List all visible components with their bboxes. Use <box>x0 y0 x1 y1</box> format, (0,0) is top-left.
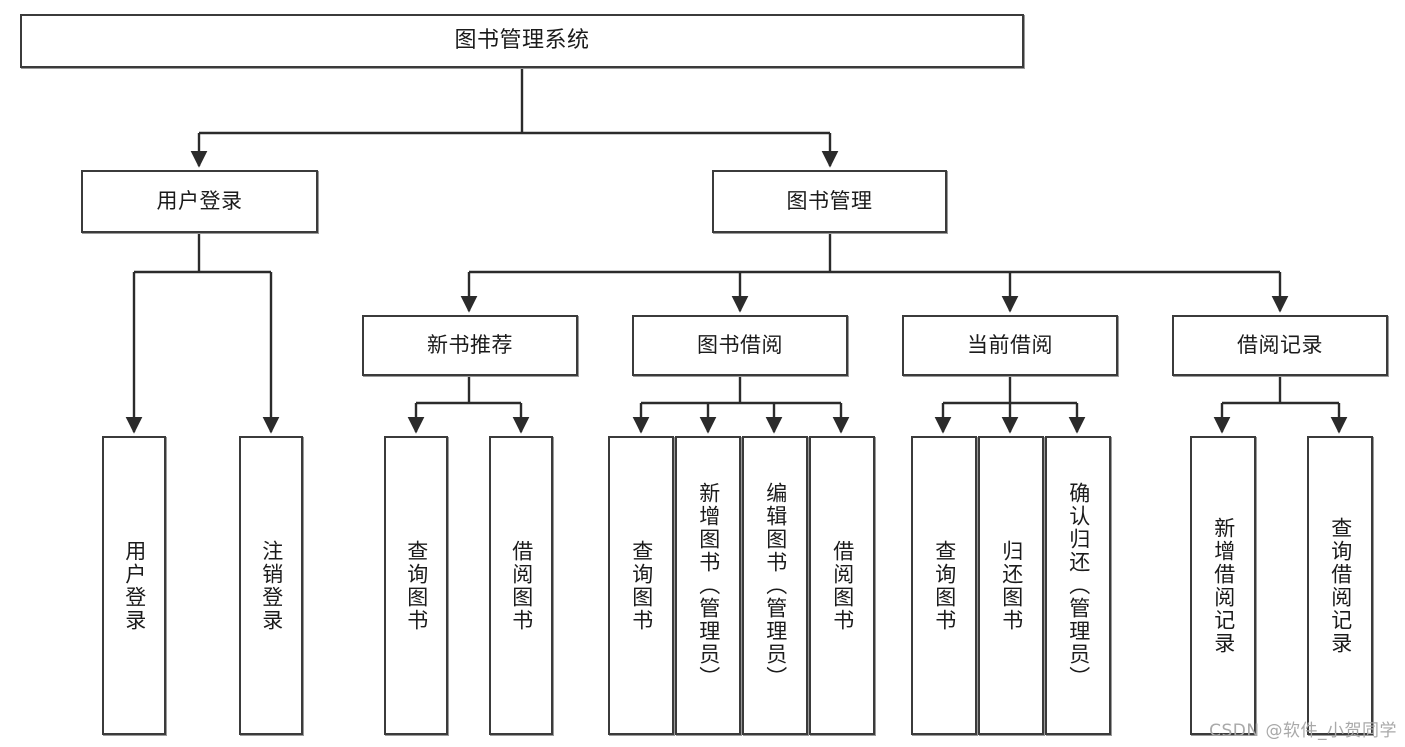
node-leaf-logout[interactable]: 注销登录 <box>239 436 303 735</box>
node-label: 用户登录 <box>156 189 243 214</box>
node-label: 查询图书 <box>932 539 957 632</box>
node-new-book-recommend[interactable]: 新书推荐 <box>362 315 578 376</box>
node-label: 编辑图书（管理员） <box>763 482 788 689</box>
node-label: 确认归还（管理员） <box>1066 482 1091 689</box>
node-book-management[interactable]: 图书管理 <box>712 170 947 233</box>
node-leaf-return-book[interactable]: 归还图书 <box>978 436 1044 735</box>
node-user-login[interactable]: 用户登录 <box>81 170 318 233</box>
node-label: 借阅图书 <box>509 539 534 632</box>
node-label: 查询图书 <box>404 539 429 632</box>
node-borrow-record[interactable]: 借阅记录 <box>1172 315 1388 376</box>
node-label: 图书管理系统 <box>454 28 590 54</box>
node-label: 用户登录 <box>122 539 147 632</box>
node-leaf-edit-book-admin[interactable]: 编辑图书（管理员） <box>742 436 808 735</box>
node-leaf-query-book-current[interactable]: 查询图书 <box>911 436 977 735</box>
node-leaf-borrow-book-recommend[interactable]: 借阅图书 <box>489 436 553 735</box>
node-label: 查询图书 <box>629 539 654 632</box>
node-book-borrow[interactable]: 图书借阅 <box>632 315 848 376</box>
csdn-watermark: CSDN @软件_小贺同学 <box>1209 721 1397 741</box>
node-leaf-add-book-admin[interactable]: 新增图书（管理员） <box>675 436 741 735</box>
node-label: 借阅记录 <box>1237 333 1323 358</box>
node-leaf-query-book-borrow[interactable]: 查询图书 <box>608 436 674 735</box>
node-leaf-borrow-book[interactable]: 借阅图书 <box>809 436 875 735</box>
node-leaf-user-login[interactable]: 用户登录 <box>102 436 166 735</box>
node-root-book-management-system[interactable]: 图书管理系统 <box>20 14 1024 68</box>
node-current-borrow[interactable]: 当前借阅 <box>902 315 1118 376</box>
node-label: 图书借阅 <box>697 333 783 358</box>
node-label: 借阅图书 <box>830 539 855 632</box>
node-label: 新增图书（管理员） <box>696 482 721 689</box>
node-label: 图书管理 <box>786 189 873 214</box>
node-leaf-query-borrow-record[interactable]: 查询借阅记录 <box>1307 436 1373 735</box>
node-label: 新书推荐 <box>427 333 513 358</box>
node-label: 归还图书 <box>999 539 1024 632</box>
node-label: 当前借阅 <box>967 333 1053 358</box>
node-leaf-query-book-recommend[interactable]: 查询图书 <box>384 436 448 735</box>
node-label: 查询借阅记录 <box>1328 516 1353 655</box>
node-leaf-confirm-return-admin[interactable]: 确认归还（管理员） <box>1045 436 1111 735</box>
node-leaf-add-borrow-record[interactable]: 新增借阅记录 <box>1190 436 1256 735</box>
node-label: 注销登录 <box>259 539 284 632</box>
node-label: 新增借阅记录 <box>1211 516 1236 655</box>
